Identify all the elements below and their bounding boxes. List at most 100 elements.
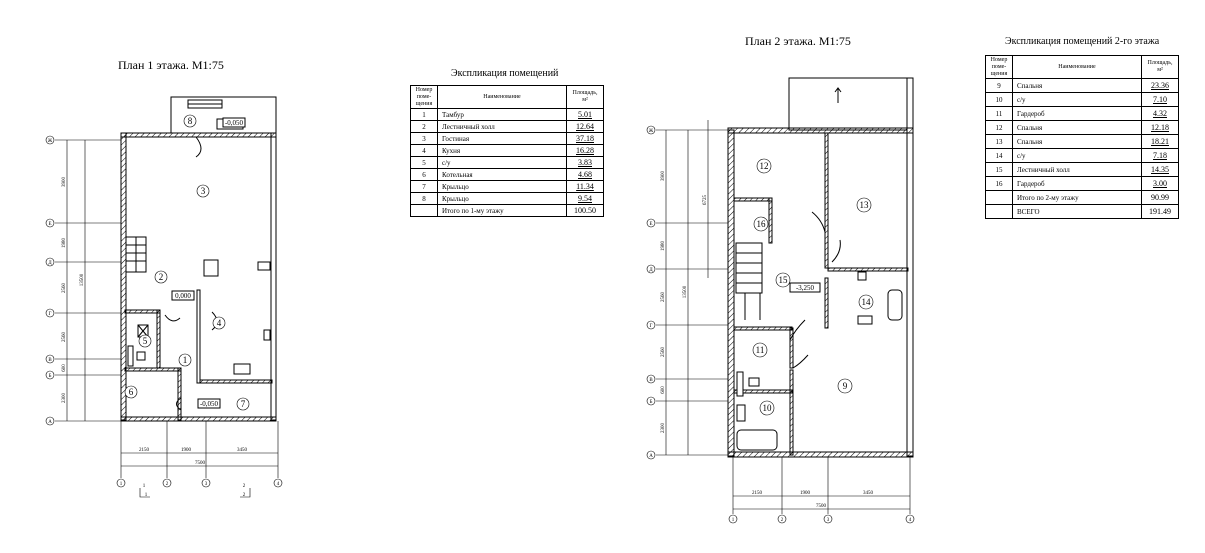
cell: Спальня [1012, 134, 1142, 149]
dim-label: 7500 [195, 461, 206, 466]
plan1-wall-top [120, 132, 277, 138]
cell: с/у [1012, 92, 1142, 107]
cell [410, 204, 438, 217]
table1: Номер поме-щения Наименование Площадь, м… [410, 85, 604, 217]
cell: Лестничный холл [1012, 162, 1142, 177]
cell: 1 [410, 108, 438, 121]
room-number: 12 [760, 161, 769, 171]
room-number: 13 [860, 200, 870, 210]
room-number: 3 [201, 186, 206, 196]
axis-label: Б [650, 400, 653, 405]
room-number: 8 [188, 116, 193, 126]
dim-label: 600 [661, 386, 666, 394]
cell: с/у [1012, 148, 1142, 163]
room-number: 4 [217, 318, 222, 328]
cell: 37.18 [566, 132, 604, 145]
plan1-axes [45, 135, 283, 498]
room-number: 16 [757, 219, 767, 229]
cell [985, 204, 1013, 219]
section-mark: 2 [243, 493, 246, 498]
table1-title: Экспликация помещений [451, 68, 559, 79]
cell: 9.54 [566, 192, 604, 205]
axis-label: Ж [649, 129, 654, 134]
cell: 12.18 [1141, 120, 1179, 135]
plan1-wall-right [270, 97, 277, 421]
dim-label: 2150 [139, 448, 150, 453]
dim-label: 3900 [62, 177, 67, 188]
cell: 11 [985, 106, 1013, 121]
axis-label: Е [649, 222, 652, 227]
room-number: 10 [763, 403, 773, 413]
dim-label: 2300 [62, 393, 67, 404]
cell: 6 [410, 168, 438, 181]
cell: Гостиная [437, 132, 567, 145]
cell: 7.10 [1141, 92, 1179, 107]
table-header-row: Номер поме-щения Наименование Площадь, м… [410, 85, 604, 109]
plan2-balcony [788, 77, 908, 131]
plan2-stairs [735, 242, 763, 294]
dim-label: 13500 [683, 285, 688, 298]
level-mark: -0,050 [200, 400, 219, 408]
plan2-wall-right [906, 77, 914, 457]
axis-label: 2 [166, 482, 169, 487]
cell: 5.01 [566, 108, 604, 121]
cell: Крыльцо [437, 192, 567, 205]
plan1-title: План 1 этажа. М1:75 [118, 58, 224, 72]
axis-label: 4 [909, 518, 912, 523]
dim-label: 3450 [863, 491, 874, 496]
section-mark: 1 [143, 484, 146, 489]
cell: Лестничный холл [437, 120, 567, 133]
cell: Тамбур [437, 108, 567, 121]
dim-label: 2560 [661, 347, 666, 358]
cell: 4.68 [566, 168, 604, 181]
dim-label: 2560 [661, 292, 666, 303]
plan2-title: План 2 этажа. М1:75 [745, 34, 851, 48]
axis-label: Г [650, 324, 653, 329]
table2-title: Экспликация помещений 2-го этажа [1005, 36, 1160, 47]
cell: 7.18 [1141, 148, 1179, 163]
cell: 3.00 [1141, 176, 1179, 191]
cell: 16.28 [566, 144, 604, 157]
cell: 7 [410, 180, 438, 193]
dim-label: 1980 [62, 238, 67, 249]
axis-label: В [48, 358, 52, 363]
room-number: 9 [843, 381, 848, 391]
total-value: 90.99 [1141, 190, 1179, 205]
cell: 13 [985, 134, 1013, 149]
column-header: Наименование [437, 85, 567, 109]
table-header-row: Номер поме-щения Наименование Площадь, м… [985, 55, 1179, 79]
column-header: Номер поме-щения [985, 55, 1013, 79]
section-mark: 2 [243, 484, 246, 489]
room-number: 1 [183, 355, 188, 365]
plan1-drawing [120, 96, 277, 422]
axis-label: А [48, 420, 52, 425]
axis-label: Б [49, 374, 52, 379]
cell: 11.34 [566, 180, 604, 193]
plan2-wall-left [727, 129, 735, 457]
level-mark: -3,250 [796, 284, 815, 292]
axis-label: Ж [48, 139, 53, 144]
dim-label: 13500 [80, 273, 85, 286]
cell [985, 190, 1013, 205]
column-header: Номер поме-щения [410, 85, 438, 109]
cell: 8 [410, 192, 438, 205]
axis-label: 4 [277, 482, 280, 487]
dim-label: 1900 [800, 491, 811, 496]
column-header: Наименование [1012, 55, 1142, 79]
cell: 10 [985, 92, 1013, 107]
cell: Кухня [437, 144, 567, 157]
cell: Гардероб [1012, 176, 1142, 191]
cell: 15 [985, 162, 1013, 177]
dim-label: 2560 [62, 283, 67, 294]
level-mark: -0,050 [225, 119, 244, 127]
